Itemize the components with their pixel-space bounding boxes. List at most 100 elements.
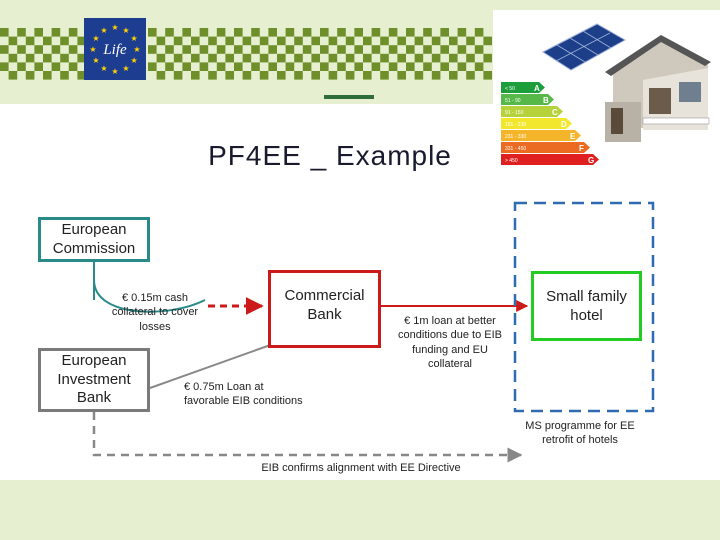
checker-square [60, 36, 69, 46]
checker-square [277, 53, 286, 63]
checker-square [208, 53, 217, 63]
cash-collateral-label: € 0.15m cash collateral to cover losses [111, 292, 199, 333]
life-logo: Life ★★★★★★★★★★★★ [84, 18, 146, 80]
energy-rating-bar [501, 106, 563, 117]
checker-square [156, 53, 166, 63]
energy-rating-letter: E [570, 132, 576, 141]
one-million-loan-label: € 1m loan at better conditions due to EI… [398, 315, 502, 370]
energy-rating-range: 231 - 330 [505, 134, 526, 140]
checker-square [388, 45, 398, 54]
eib-confirms-label: EIB confirms alignment with EE Directive [261, 462, 461, 474]
checker-square [311, 71, 320, 80]
checker-square [380, 53, 389, 63]
checker-square [0, 28, 9, 37]
checker-square [474, 62, 484, 71]
eu-star-icon: ★ [100, 26, 107, 35]
checker-square [380, 36, 389, 46]
energy-rating-bar [501, 130, 581, 141]
eu-star-icon: ★ [130, 56, 137, 65]
checker-square [199, 62, 209, 71]
ms-programme-label: MS programme for EE retrofit of hotels [525, 420, 635, 447]
checker-square [234, 45, 243, 54]
checker-square [474, 45, 484, 54]
checker-square [380, 71, 389, 80]
checker-square [406, 45, 415, 54]
checker-square [173, 71, 183, 80]
energy-rating-bar [501, 94, 554, 105]
footer-band [0, 480, 720, 540]
checker-square [216, 62, 226, 71]
eu-star-icon: ★ [92, 34, 99, 43]
checker-square [457, 28, 467, 37]
eu-star-icon: ★ [92, 56, 99, 65]
checker-square [234, 62, 243, 71]
checker-square [466, 71, 475, 80]
checker-square [423, 45, 432, 54]
checker-square [60, 53, 69, 63]
title-underline [324, 95, 374, 99]
small-family-hotel-box: Small family hotel [531, 271, 642, 341]
checker-square [156, 71, 166, 80]
checker-square [397, 36, 406, 46]
checker-square [68, 62, 78, 71]
checker-square [191, 53, 200, 63]
checker-square [17, 62, 26, 71]
checker-square [182, 45, 191, 54]
checker-square [337, 45, 346, 54]
checker-square [320, 62, 329, 71]
checker-pattern-left [0, 28, 86, 80]
checker-square [8, 71, 18, 80]
checker-square [216, 45, 226, 54]
checker-pattern-right [148, 28, 492, 80]
checker-square [294, 71, 303, 80]
checker-square [337, 62, 346, 71]
checker-square [388, 28, 398, 37]
checker-square [17, 45, 26, 54]
checker-square [242, 53, 252, 63]
checker-square [354, 45, 363, 54]
checker-square [277, 71, 286, 80]
checker-square [51, 45, 61, 54]
checker-square [423, 28, 432, 37]
checker-square [259, 36, 269, 46]
checker-square [191, 36, 200, 46]
checker-square [34, 62, 43, 71]
checker-square [216, 28, 226, 37]
checker-square [8, 53, 18, 63]
checker-square [51, 62, 61, 71]
energy-rating-range: > 450 [505, 158, 518, 164]
slide-title: PF4EE _ Example [208, 140, 452, 171]
checker-square [388, 62, 398, 71]
energy-rating-range: 151 - 230 [505, 122, 526, 128]
checker-square [363, 36, 372, 46]
eu-star-icon: ★ [133, 45, 140, 54]
checker-square [294, 36, 303, 46]
eu-star-icon: ★ [89, 45, 96, 54]
checker-square [251, 62, 260, 71]
commercial-bank-label: Commercial Bank [284, 286, 365, 324]
checker-square [225, 53, 234, 63]
energy-rating-bar [501, 154, 599, 165]
energy-rating-letter: A [534, 84, 540, 93]
checker-square [242, 71, 252, 80]
checker-square [414, 71, 424, 80]
checker-square [406, 28, 415, 37]
checker-square [449, 36, 458, 46]
checker-square [165, 28, 174, 37]
eu-star-icon: ★ [130, 34, 137, 43]
checker-square [225, 71, 234, 80]
checker-square [259, 71, 269, 80]
energy-rating-range: < 50 [505, 86, 515, 92]
energy-rating-bar [501, 82, 545, 93]
checker-square [337, 28, 346, 37]
checker-square [0, 45, 9, 54]
checker-square [423, 62, 432, 71]
energy-rating-letter: B [543, 96, 549, 105]
checker-square [268, 62, 277, 71]
checker-square [60, 71, 69, 80]
checker-square [414, 53, 424, 63]
checker-square [234, 28, 243, 37]
